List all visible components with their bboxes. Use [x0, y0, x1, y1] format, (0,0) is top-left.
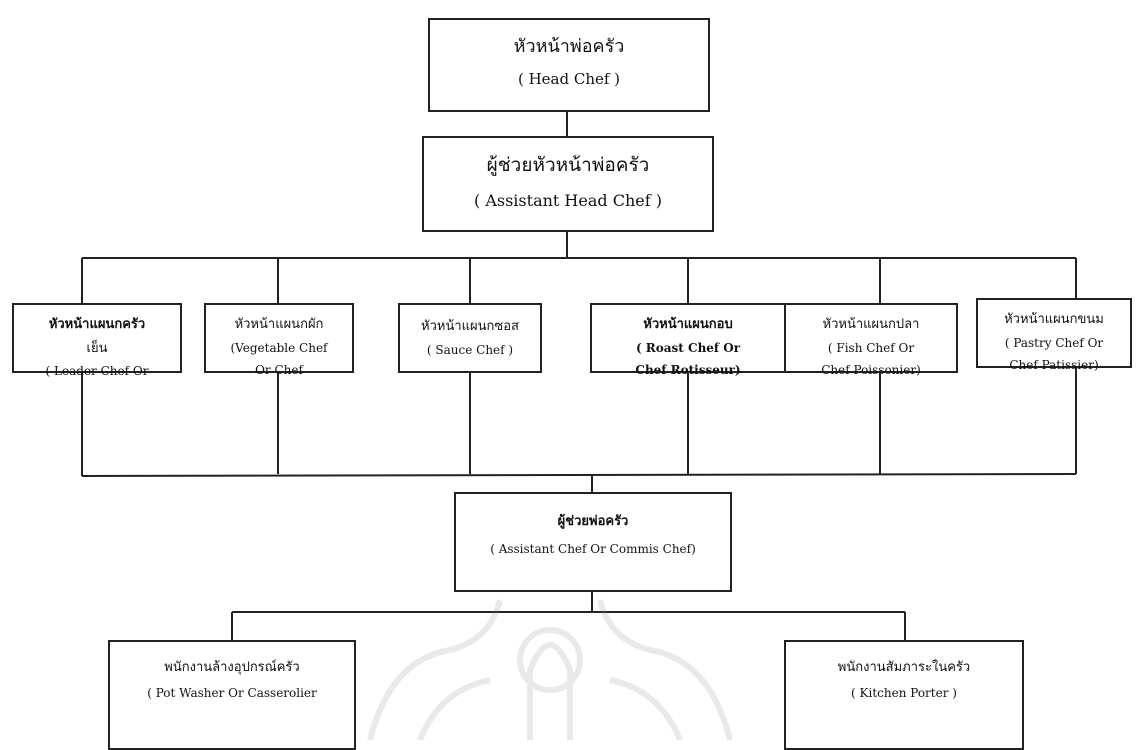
node-roast-chef-line2: ( Roast Chef Or [635, 340, 741, 355]
node-head-chef-english: ( Head Chef ) [517, 69, 621, 88]
node-head-chef-thai: หัวหน้าพ่อครัว [513, 36, 625, 57]
node-head-chef: หัวหน้าพ่อครัว ( Head Chef ) [428, 18, 710, 112]
node-assistant-chef: ผู้ช่วยพ่อครัว ( Assistant Chef Or Commi… [454, 492, 732, 592]
node-pot-washer-english: ( Pot Washer Or Casserolier [147, 685, 317, 700]
node-roast-chef: หัวหน้าแผนกอบ ( Roast Chef Or Chef Rotis… [590, 303, 786, 377]
node-kitchen-porter: พนักงานสัมภาระในครัว ( Kitchen Porter ) [784, 640, 1024, 750]
node-assistant-head-chef-english: ( Assistant Head Chef ) [474, 190, 662, 210]
node-fish-chef-line3: Chef Poissonier) [821, 362, 921, 377]
node-roast-chef-line3: Chef Rotisseur) [635, 362, 741, 377]
node-pastry-chef-line3: Chef Patissier) [1009, 357, 1099, 372]
node-fish-chef-thai: หัวหน้าแผนกปลา [822, 317, 920, 332]
node-pastry-chef: หัวหน้าแผนกขนม ( Pastry Chef Or Chef Pat… [976, 298, 1132, 372]
node-vegetable-chef-line3: Or Chef [255, 362, 303, 377]
node-assistant-chef-english: ( Assistant Chef Or Commis Chef) [490, 541, 696, 556]
node-leader-chef-thai: หัวหน้าแผนกครัว [48, 317, 146, 332]
node-pastry-chef-thai: หัวหน้าแผนกขนม [1004, 312, 1104, 327]
connector-bottom-bus [81, 473, 1077, 477]
node-leader-chef-line2: เย็น [86, 340, 108, 356]
node-assistant-head-chef-thai: ผู้ช่วยหัวหน้าพ่อครัว [486, 154, 650, 176]
node-fish-chef: หัวหน้าแผนกปลา ( Fish Chef Or Chef Poiss… [784, 303, 958, 377]
node-pot-washer-thai: พนักงานล้างอุปกรณ์ครัว [164, 660, 300, 675]
node-sauce-chef-thai: หัวหน้าแผนกซอส [421, 319, 519, 334]
node-roast-chef-thai: หัวหน้าแผนกอบ [643, 317, 733, 332]
node-leader-chef-line3: ( Leader Chef Or [45, 364, 149, 379]
node-kitchen-porter-thai: พนักงานสัมภาระในครัว [837, 660, 971, 675]
node-vegetable-chef: หัวหน้าแผนกผัก (Vegetable Chef Or Chef [204, 303, 354, 377]
node-pot-washer: พนักงานล้างอุปกรณ์ครัว ( Pot Washer Or C… [108, 640, 356, 750]
node-kitchen-porter-english: ( Kitchen Porter ) [851, 685, 957, 700]
node-vegetable-chef-thai: หัวหน้าแผนกผัก [234, 317, 324, 332]
node-assistant-head-chef: ผู้ช่วยหัวหน้าพ่อครัว ( Assistant Head C… [422, 136, 714, 232]
node-assistant-chef-thai: ผู้ช่วยพ่อครัว [557, 514, 629, 529]
node-sauce-chef: หัวหน้าแผนกซอส ( Sauce Chef ) [398, 303, 542, 373]
node-pastry-chef-line2: ( Pastry Chef Or [1004, 335, 1104, 350]
node-vegetable-chef-line2: (Vegetable Chef [230, 340, 328, 355]
node-sauce-chef-line2: ( Sauce Chef ) [426, 342, 514, 357]
node-leader-chef: หัวหน้าแผนกครัว เย็น ( Leader Chef Or [12, 303, 182, 378]
node-fish-chef-line2: ( Fish Chef Or [827, 340, 915, 355]
